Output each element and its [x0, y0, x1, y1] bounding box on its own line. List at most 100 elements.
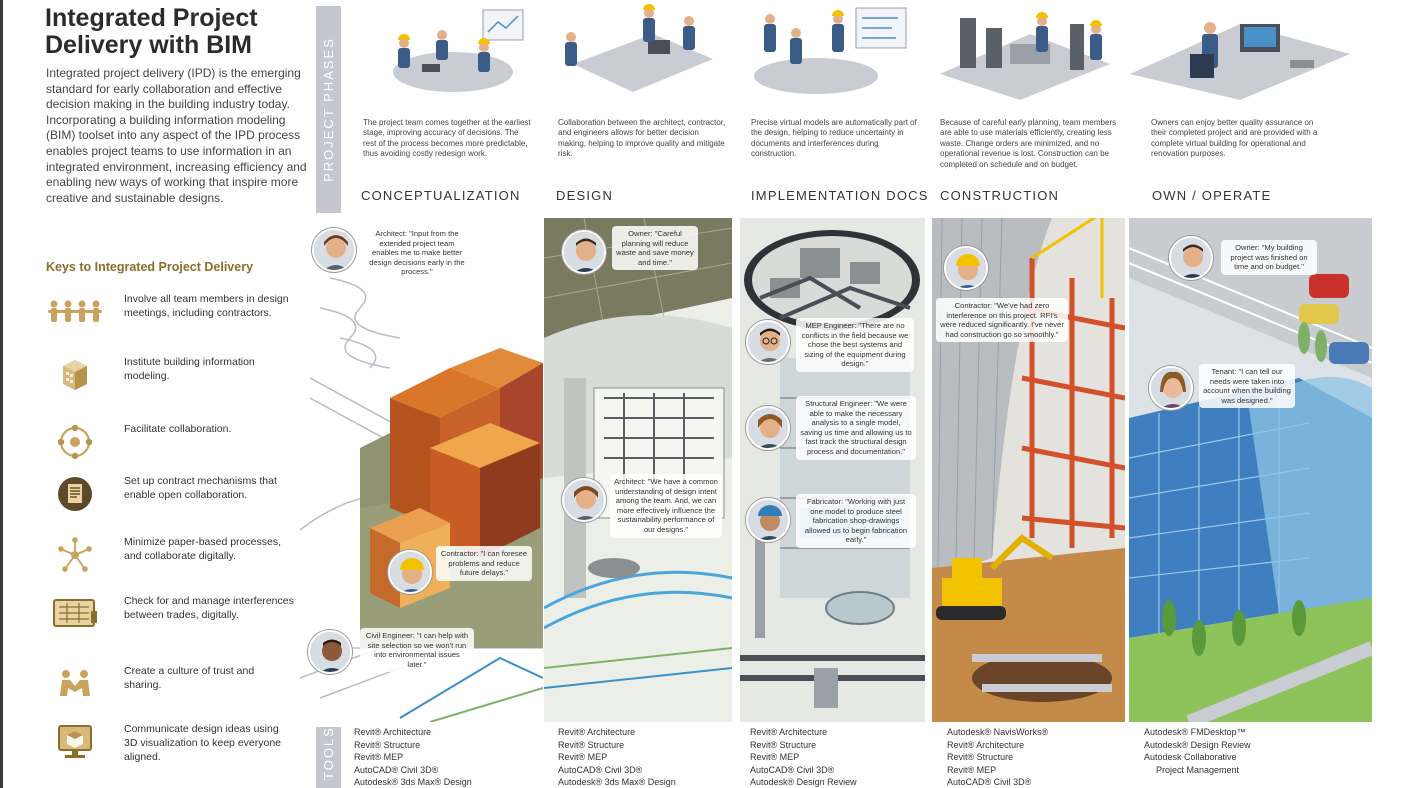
implementation-scene-illustration [754, 7, 907, 94]
digital-network-icon [46, 535, 104, 575]
tool-item: Revit® Structure [947, 752, 1014, 762]
key-item-interferences: Check for and manage interferences betwe… [46, 594, 296, 644]
phase-description: Collaboration between the architect, con… [558, 118, 726, 159]
project-phases-label: PROJECT PHASES [321, 37, 336, 182]
quote-contractor: Contractor: "We've had zero interference… [936, 298, 1068, 343]
construction-illustration: Contractor: "We've had zero interference… [932, 218, 1125, 722]
tool-item: Revit® Structure [354, 739, 421, 750]
trust-handshake-icon [46, 664, 104, 704]
completed-building-illustration [1129, 218, 1372, 722]
phase-title-construction: CONSTRUCTION [940, 188, 1060, 203]
key-item-trust: Create a culture of trust and sharing. [46, 664, 296, 714]
mep-systems-illustration [740, 218, 925, 722]
quote-owner: Owner: "My building project was finished… [1221, 240, 1317, 275]
operate-scene-illustration [1130, 22, 1350, 100]
tool-item: Revit® MEP [354, 752, 404, 762]
tool-item: AutoCAD® Civil 3D® [354, 764, 439, 775]
design-illustration: Owner: "Careful planning will reduce was… [544, 218, 732, 722]
building-model-icon [46, 355, 104, 395]
key-item-contract: Set up contract mechanisms that enable o… [46, 474, 296, 524]
tools-list: Autodesk® NavisWorks® Revit® Architectur… [947, 726, 1048, 788]
quote-tenant: Tenant: "I can tell our needs were taken… [1199, 364, 1295, 409]
quote-structural-engineer: Structural Engineer: "We were able to ma… [796, 396, 916, 460]
tool-item: Revit® Architecture [750, 727, 828, 737]
tool-item: Autodesk® Design Review [1144, 739, 1251, 750]
tools-list: Autodesk® FMDesktop™ Autodesk® Design Re… [1144, 726, 1251, 776]
tool-item: Revit® MEP [947, 764, 997, 775]
tool-item: Autodesk® 3ds Max® Design [354, 777, 472, 787]
tool-item: AutoCAD® Civil 3D® [750, 764, 835, 775]
tool-item: Autodesk® 3ds Max® Design [558, 777, 676, 787]
tools-label: TOOLS [321, 726, 336, 780]
phase-title-conceptualization: CONCEPTUALIZATION [361, 188, 521, 203]
meeting-scene-illustration [393, 9, 524, 92]
page-title: Integrated Project Delivery with BIM [45, 4, 258, 59]
civil-engineer-avatar [308, 630, 352, 674]
key-item-text: Involve all team members in design meeti… [124, 293, 289, 319]
contract-document-icon [46, 474, 104, 514]
quote-fabricator: Fabricator: "Working with just one model… [796, 494, 916, 548]
tool-item: Autodesk® FMDesktop™ [1144, 727, 1246, 737]
tool-item: Revit® Architecture [558, 727, 636, 737]
left-edge-bar [0, 0, 3, 788]
tool-item: AutoCAD® Civil 3D® [558, 764, 643, 775]
tool-item: Revit® Structure [750, 739, 817, 750]
structural-engineer-avatar [746, 406, 790, 450]
quote-architect: Architect: "Input from the extended proj… [362, 226, 472, 280]
tenant-avatar [1149, 366, 1193, 410]
collaboration-network-icon [46, 422, 104, 462]
key-item-text: Communicate design ideas using 3D visual… [124, 723, 282, 763]
quote-architect: Architect: "We have a common understandi… [610, 474, 722, 538]
phase-title-implementation-docs: IMPLEMENTATION DOCS [751, 188, 929, 203]
tool-item: Project Management [1156, 764, 1240, 775]
tools-band: TOOLS [316, 726, 341, 788]
phase-description: Because of careful early planning, team … [940, 118, 1117, 169]
conceptualization-illustration: Architect: "Input from the extended proj… [300, 218, 543, 722]
quote-civil-engineer: Civil Engineer: "I can help with site se… [360, 628, 474, 673]
tool-item: Revit® MEP [750, 752, 800, 762]
key-item-text: Minimize paper-based processes, and coll… [124, 536, 281, 562]
phase-description: Precise virtual models are automatically… [751, 118, 917, 159]
tool-item: Autodesk Collaborative [1144, 752, 1237, 762]
team-people-icon [46, 292, 104, 332]
mep-engineer-avatar [746, 320, 790, 364]
key-item-text: Facilitate collaboration. [124, 423, 232, 435]
key-item-text: Set up contract mechanisms that enable o… [124, 475, 277, 501]
key-item-visualization: Communicate design ideas using 3D visual… [46, 722, 296, 772]
tools-list: Revit® Architecture Revit® Structure Rev… [558, 726, 676, 788]
project-phases-band: PROJECT PHASES [316, 6, 341, 213]
phase-title-own-operate: OWN / OPERATE [1152, 188, 1272, 203]
phase-description: Owners can enjoy better quality assuranc… [1151, 118, 1318, 159]
key-item-text: Institute building information modeling. [124, 356, 255, 382]
architect-avatar [312, 228, 356, 272]
tool-item: Revit® Structure [558, 739, 625, 750]
tool-item: Revit® Architecture [947, 739, 1025, 750]
contractor-avatar [944, 246, 988, 290]
quote-contractor: Contractor: "I can foresee problems and … [436, 546, 532, 581]
tool-item: Revit® MEP [558, 752, 608, 762]
quote-mep-engineer: MEP Engineer: "There are no conflicts in… [796, 318, 914, 372]
key-item-text: Create a culture of trust and sharing. [124, 665, 255, 691]
keys-heading: Keys to Integrated Project Delivery [46, 260, 254, 274]
design-scene-illustration [565, 4, 713, 92]
key-item-bim: Institute building information modeling. [46, 355, 296, 405]
owner-avatar [1169, 236, 1213, 280]
tools-list: Revit® Architecture Revit® Structure Rev… [750, 726, 857, 788]
tool-item: AutoCAD® Civil 3D® [947, 777, 1032, 787]
tool-item: Revit® Architecture [354, 727, 432, 737]
intro-paragraph: Integrated project delivery (IPD) is the… [46, 66, 307, 205]
phase-description: The project team comes together at the e… [363, 118, 531, 159]
key-item-collaboration: Facilitate collaboration. [46, 422, 296, 472]
building-section-illustration [544, 218, 732, 722]
owner-avatar [562, 230, 606, 274]
contractor-avatar [388, 550, 432, 594]
architect-avatar [562, 478, 606, 522]
own-operate-illustration: Owner: "My building project was finished… [1129, 218, 1372, 722]
construction-scene-illustration [940, 12, 1110, 100]
3d-visualization-monitor-icon [46, 722, 104, 762]
quote-owner: Owner: "Careful planning will reduce was… [612, 226, 698, 271]
tools-list: Revit® Architecture Revit® Structure Rev… [354, 726, 472, 788]
interference-screen-icon [46, 594, 104, 634]
key-item-text: Check for and manage interferences betwe… [124, 595, 294, 621]
